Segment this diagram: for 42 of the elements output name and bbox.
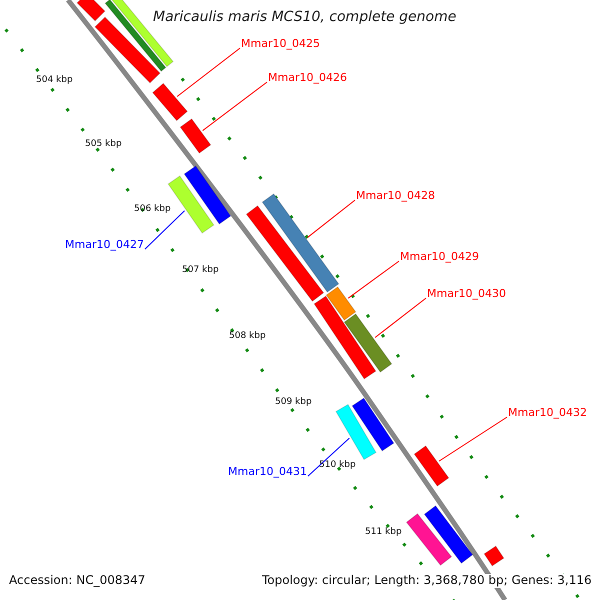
- gene-bar: [344, 313, 392, 373]
- scale-label: 511 kbp: [365, 527, 402, 538]
- gene-label: Mmar10_0425: [241, 38, 320, 51]
- gene-label: Mmar10_0432: [508, 407, 587, 420]
- scale-label: 504 kbp: [36, 75, 73, 86]
- gene-label: Mmar10_0430: [427, 288, 506, 301]
- gene-bar: [246, 205, 324, 302]
- leader-line: [307, 200, 356, 238]
- gene-bar: [335, 404, 377, 460]
- scale-label: 505 kbp: [85, 139, 122, 150]
- scale-label: 509 kbp: [275, 397, 312, 408]
- leader-line: [202, 82, 268, 132]
- gene-label: Mmar10_0431: [228, 466, 307, 479]
- gene-bar: [314, 295, 376, 380]
- leader-line: [144, 210, 186, 250]
- scale-label: 510 kbp: [319, 460, 356, 470]
- gene-bar: [424, 505, 474, 564]
- title: Maricaulis maris MCS10, complete genome: [153, 9, 456, 26]
- gene-bar: [414, 445, 450, 487]
- gene-bar: [484, 545, 504, 567]
- gene-bar: [152, 82, 188, 122]
- gene-label: Mmar10_0426: [268, 72, 347, 85]
- leader-line: [176, 48, 240, 97]
- gene-label: Mmar10_0428: [356, 190, 435, 203]
- gene-bar: [352, 397, 394, 452]
- gene-bar: [76, 0, 106, 22]
- gene-bar: [406, 513, 452, 566]
- gene-bar: [184, 165, 232, 225]
- scale-label: 506 kbp: [134, 204, 171, 214]
- scale-label: 508 kbp: [229, 331, 266, 342]
- gene-label: Mmar10_0427: [65, 239, 144, 252]
- scale-label: 507 kbp: [182, 265, 219, 276]
- info-text: Topology: circular; Length: 3,368,780 bp; Genes: 3,116: [262, 574, 592, 588]
- leader-line: [438, 416, 508, 462]
- gene-label: Mmar10_0429: [400, 251, 479, 264]
- gene-bar: [326, 286, 356, 321]
- leader-line: [348, 260, 400, 299]
- leader-line: [374, 298, 426, 338]
- info-text: Accession: NC_008347: [9, 574, 146, 588]
- gene-bar: [262, 193, 340, 293]
- gene-bar: [180, 118, 212, 154]
- leader-line: [307, 438, 350, 477]
